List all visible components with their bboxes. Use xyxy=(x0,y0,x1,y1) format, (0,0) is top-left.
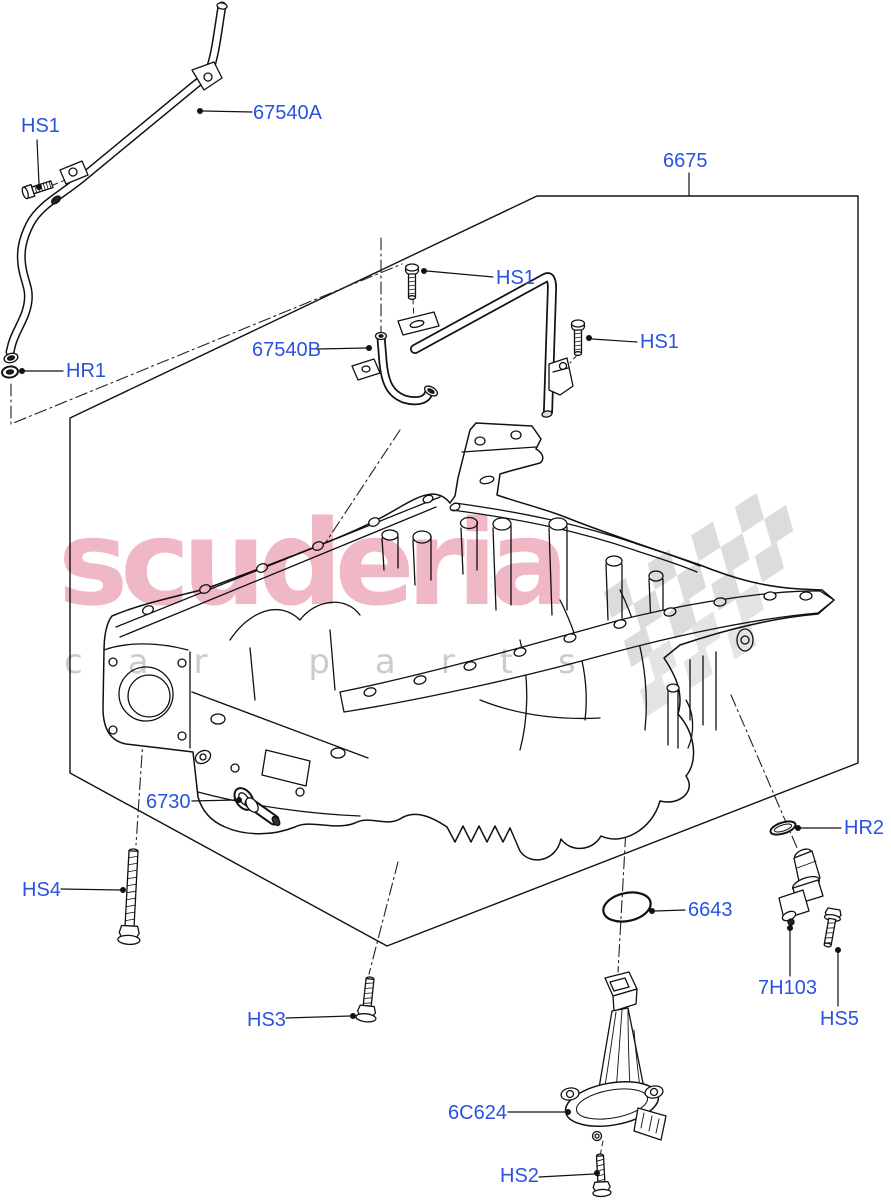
pickup-tube-67540b xyxy=(351,272,574,418)
label-7h103[interactable]: 7H103 xyxy=(758,977,817,999)
label-hr1[interactable]: HR1 xyxy=(66,360,107,382)
bolt-hs3-icon xyxy=(355,976,377,1023)
label-6730[interactable]: 6730 xyxy=(146,791,191,813)
bolt-hs4-icon xyxy=(117,848,141,946)
sensor-7h103-icon xyxy=(778,848,824,926)
label-67540a[interactable]: 67540A xyxy=(253,102,322,124)
watermark-brand: scuderia xyxy=(58,494,569,632)
label-hs1-clamp[interactable]: HS1 xyxy=(640,331,679,353)
label-6643[interactable]: 6643 xyxy=(688,899,733,921)
label-hs4[interactable]: HS4 xyxy=(22,879,61,901)
label-hr2[interactable]: HR2 xyxy=(844,817,885,839)
oring-hr2-icon xyxy=(769,820,797,836)
label-hs2[interactable]: HS2 xyxy=(500,1165,539,1187)
oil-level-sensor-6c624-icon xyxy=(560,971,667,1142)
oring-6643-icon xyxy=(602,891,652,923)
drain-plug-6730-icon xyxy=(233,787,281,827)
label-6675[interactable]: 6675 xyxy=(663,150,708,172)
label-67540b[interactable]: 67540B xyxy=(252,339,321,361)
leader-lines xyxy=(19,108,842,1178)
watermark-tagline: car parts xyxy=(64,642,621,682)
oring-hr1-icon xyxy=(1,365,19,379)
label-hs3[interactable]: HS3 xyxy=(247,1009,286,1031)
label-hs5[interactable]: HS5 xyxy=(820,1008,859,1030)
bolt-hs1-clamp-icon xyxy=(570,319,586,356)
dipstick-tube-67540a xyxy=(3,1,228,364)
label-6c624[interactable]: 6C624 xyxy=(448,1102,507,1124)
checkered-flag-watermark xyxy=(604,492,794,717)
bolt-hs2-icon xyxy=(592,1153,612,1198)
bolt-hs1-top-left-icon xyxy=(21,180,54,200)
bolt-hs1-bracket-icon xyxy=(404,263,420,300)
label-hs1-top-left[interactable]: HS1 xyxy=(21,115,60,137)
bolt-hs5-icon xyxy=(823,907,842,948)
callout-dots xyxy=(19,108,841,1176)
assembly-box-outline xyxy=(69,195,859,947)
label-hs1-bracket[interactable]: HS1 xyxy=(496,267,535,289)
